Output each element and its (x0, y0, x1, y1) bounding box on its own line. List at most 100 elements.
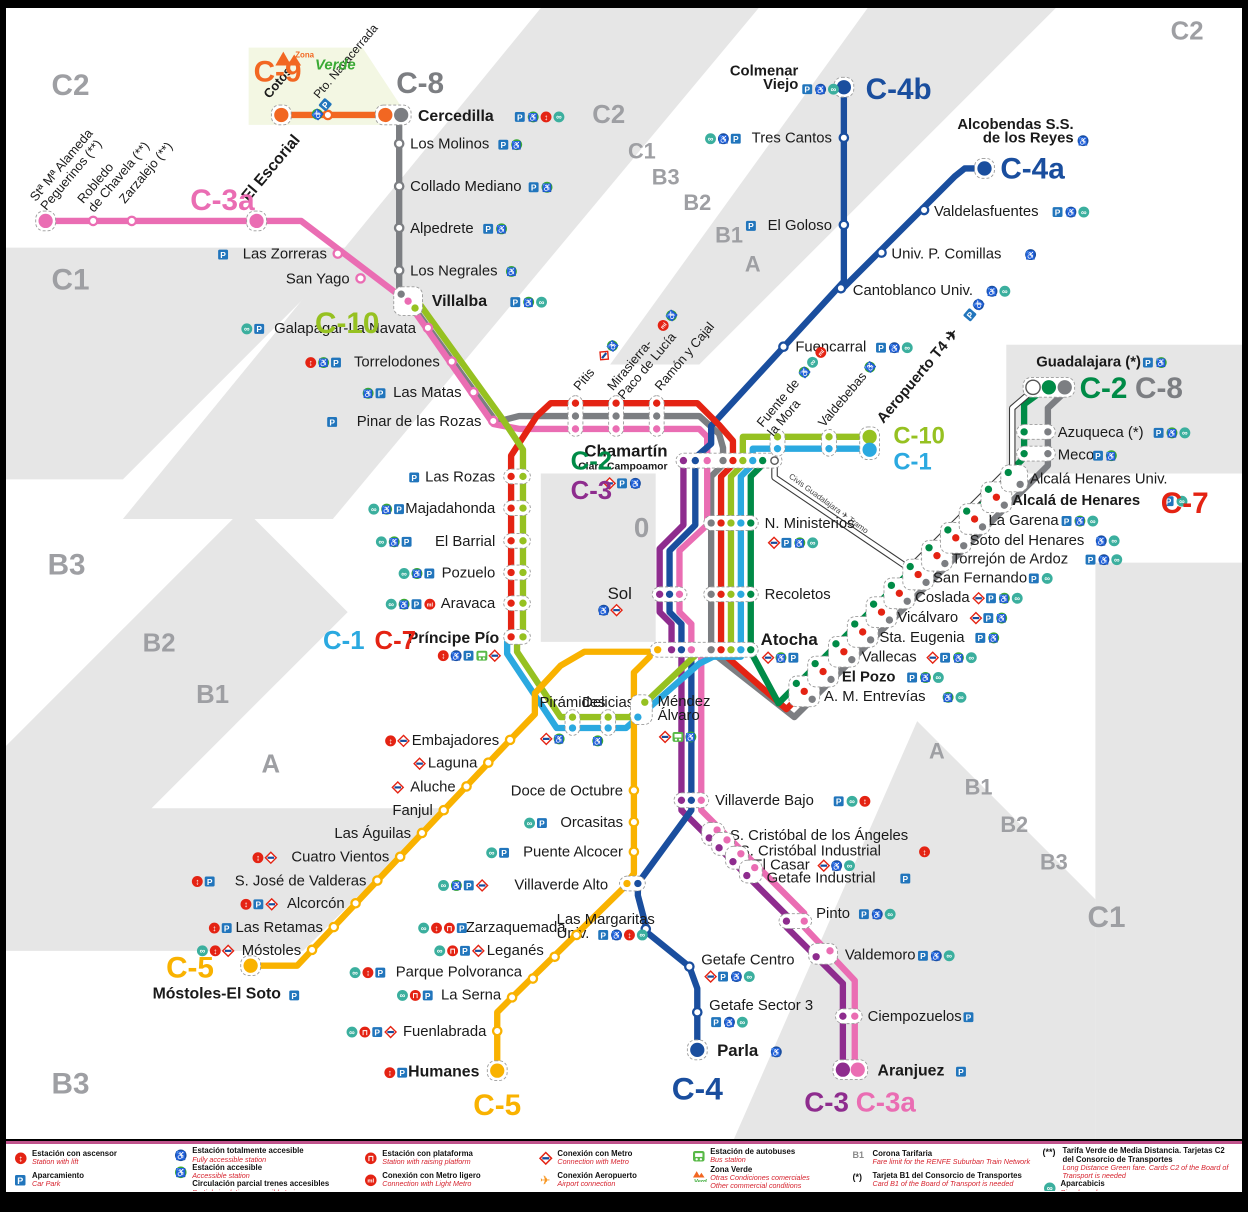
svg-text:♿: ♿ (512, 140, 522, 150)
svg-text:↕: ↕ (244, 899, 248, 909)
svg-text:Alcalá de Henares: Alcalá de Henares (1012, 493, 1140, 509)
station-zarzaquemada: Zarzaquemada∞↕⊓P (418, 920, 582, 941)
svg-text:P: P (909, 673, 915, 683)
accessible-icon: ♿ (523, 296, 535, 308)
fully-accessible-icon: ♿ (871, 908, 883, 920)
svg-text:P: P (425, 991, 431, 1001)
svg-text:P: P (427, 569, 433, 579)
station-puente-alcocer: Puente Alcocer ∞ P (486, 845, 640, 861)
zona-verde-icon: Verde (693, 1170, 707, 1182)
parking-icon: P (802, 84, 813, 95)
parking-icon: P (372, 1027, 383, 1037)
svg-text:C1: C1 (52, 263, 90, 296)
legend-label-en: Car Park (32, 1179, 61, 1189)
accessible-icon: ♿ (775, 652, 787, 664)
svg-text:♿: ♿ (389, 537, 399, 547)
svg-text:♿: ♿ (972, 298, 986, 312)
svg-text:San Fernando: San Fernando (933, 570, 1027, 586)
svg-text:Vicálvaro: Vicálvaro (897, 610, 958, 626)
parking-icon: P (983, 613, 994, 623)
bike-park-icon: ∞ (346, 1026, 358, 1038)
bike-park-icon: ∞ (536, 296, 547, 308)
bike-park-icon: ∞ (1176, 495, 1188, 507)
svg-text:S. José de Valderas: S. José de Valderas (235, 873, 367, 889)
accessible-icon: ♿ (920, 672, 931, 683)
accessible-icon: ♿ (1074, 515, 1086, 527)
svg-text:C-2: C-2 (1080, 372, 1128, 405)
svg-text:Chamartín: Chamartín (584, 442, 667, 461)
svg-text:⊓: ⊓ (447, 924, 453, 933)
svg-text:♿: ♿ (816, 84, 826, 94)
svg-text:∞: ∞ (400, 991, 406, 1000)
bike-park-icon: ∞ (1043, 1182, 1056, 1191)
svg-text:∞: ∞ (1182, 429, 1188, 438)
bike-park-icon: ∞ (965, 652, 977, 664)
svg-text:A: A (262, 751, 281, 779)
svg-text:♿: ♿ (863, 360, 877, 374)
accessible-icon: ♿ (318, 357, 330, 368)
svg-text:P: P (501, 848, 507, 858)
platform-icon: ⊓ (447, 945, 459, 957)
parking-icon: P (536, 818, 547, 828)
parking-icon: P (956, 1066, 966, 1077)
svg-text:♿: ♿ (612, 930, 622, 940)
legend-item: ∞AparcabicisBicycle park (1043, 1179, 1236, 1191)
svg-text:San Yago: San Yago (286, 271, 350, 287)
accessible-icon: ♿ (953, 652, 964, 664)
svg-text:Valdelasfuentes: Valdelasfuentes (934, 204, 1039, 220)
lift-icon: ↕ (362, 967, 374, 979)
svg-text:Puente Alcocer: Puente Alcocer (523, 845, 623, 861)
svg-text:∞: ∞ (441, 881, 447, 890)
svg-text:C-7: C-7 (1161, 487, 1209, 520)
bike-park-icon: ∞ (828, 83, 839, 95)
svg-text:∞: ∞ (489, 849, 495, 858)
svg-text:♿: ♿ (542, 182, 552, 192)
legend-label-en: Airport connection (557, 1179, 616, 1189)
svg-text:La Garena: La Garena (988, 513, 1059, 529)
parking-icon: P (1163, 496, 1174, 507)
svg-text:P: P (512, 298, 518, 308)
svg-text:∞: ∞ (746, 972, 752, 981)
bike-park-icon: ∞ (999, 285, 1011, 297)
svg-text:S. Cristóbal de los Ángeles: S. Cristóbal de los Ángeles (730, 827, 908, 844)
accessible-icon: ♿ (362, 387, 374, 399)
accessible-icon: ♿ (685, 731, 697, 743)
parking-icon: P (510, 297, 521, 308)
svg-text:P: P (333, 358, 339, 368)
svg-text:♿: ♿ (931, 951, 941, 961)
svg-text:⊓: ⊓ (362, 1028, 368, 1037)
bike-park-icon: ∞ (807, 537, 819, 549)
svg-text:♿: ♿ (593, 736, 603, 746)
svg-text:Parque Polvoranca: Parque Polvoranca (396, 965, 523, 981)
bike-park-icon: ∞ (385, 598, 397, 610)
parking-icon: P (718, 971, 728, 982)
bike-park-icon: ∞ (743, 971, 755, 983)
svg-text:∞: ∞ (887, 910, 893, 919)
svg-text:Tres Cantos: Tres Cantos (752, 131, 832, 147)
svg-text:S. Cristóbal Industrial: S. Cristóbal Industrial (740, 844, 881, 860)
metro-icon (767, 536, 781, 550)
svg-text:Alpedrete: Alpedrete (410, 221, 474, 237)
fully-accessible-icon: ♿ (770, 1046, 782, 1058)
svg-text:ml: ml (660, 322, 669, 331)
svg-text:∞: ∞ (371, 505, 377, 514)
legend-label-es: Aparcabicis (1060, 1179, 1105, 1188)
svg-text:P: P (462, 946, 468, 956)
legend-label-es: Conexión con Metro ligero (382, 1170, 481, 1180)
parking-icon: P (514, 111, 525, 122)
legend-label-es: Estación totalmente accesible (192, 1147, 304, 1155)
parking-icon: P (422, 990, 433, 1001)
svg-text:B2: B2 (683, 190, 711, 215)
fully-accessible-icon: ♿ (175, 1149, 187, 1162)
fully-accessible-icon: ♿ (611, 929, 623, 941)
svg-text:Getafe Industrial: Getafe Industrial (767, 870, 876, 886)
svg-text:Aravaca: Aravaca (441, 596, 496, 612)
